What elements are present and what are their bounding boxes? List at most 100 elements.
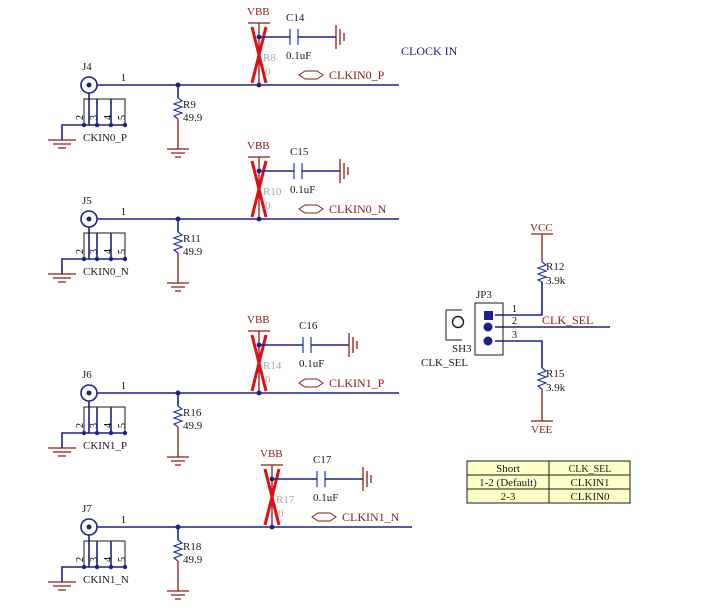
connector-pin-number: 5 — [117, 115, 128, 120]
connector-net-label: CKIN1_P — [83, 440, 127, 452]
series-resistor-label: R17 — [276, 494, 295, 506]
termination-resistor — [172, 97, 184, 120]
capacitor-symbol — [302, 337, 312, 353]
connector-pin-number: 2 — [75, 249, 86, 254]
capacitor-value: 0.1uF — [313, 492, 338, 504]
pin1-label: 1 — [121, 381, 126, 392]
junction-dot — [269, 524, 275, 530]
supply-label: VBB — [260, 448, 283, 460]
ground-symbol — [48, 581, 76, 591]
connector-pin-number: 4 — [103, 423, 114, 428]
ground-symbol — [348, 333, 358, 357]
vee-label: VEE — [531, 424, 553, 436]
junction-dot — [94, 564, 100, 570]
r15-resistor — [536, 367, 548, 390]
net-label: CLKIN0_N — [329, 202, 387, 216]
ground-symbol — [339, 159, 349, 183]
connector-label: J6 — [82, 369, 92, 381]
net-port-arrow — [298, 378, 324, 388]
sh3-clk-sel-label: CLK_SEL — [421, 357, 468, 369]
connector-net-label: CKIN0_N — [83, 266, 129, 278]
connector-pin-number: 2 — [75, 557, 86, 562]
r15-value: 3.9k — [546, 382, 566, 394]
connector-pin-number: 5 — [117, 249, 128, 254]
jp3-pin-label-3: 3 — [512, 330, 517, 341]
sma-connector-pin — [86, 82, 92, 88]
termination-label: R18 — [183, 541, 202, 553]
connector-ground-box — [83, 540, 126, 568]
connector-pin-number: 5 — [117, 557, 128, 562]
connector-ground-box — [83, 98, 126, 126]
ground-symbol — [362, 467, 372, 491]
connector-label: J5 — [82, 195, 92, 207]
ground-symbol — [48, 139, 76, 149]
supply-label: VBB — [247, 6, 270, 18]
sh3-label: SH3 — [452, 343, 472, 355]
r12-label: R12 — [546, 261, 564, 273]
junction-dot — [108, 564, 114, 570]
connector-pin-number: 3 — [89, 423, 100, 428]
table-cell: CLKIN1 — [570, 477, 609, 489]
jumper-table: Short CLK_SEL 1-2 (Default) CLKIN1 2-3 C… — [466, 460, 631, 504]
ground-symbol — [335, 25, 345, 49]
series-resistor-label: R10 — [263, 186, 282, 198]
termination-label: R11 — [183, 233, 201, 245]
termination-resistor — [172, 539, 184, 562]
net-port-arrow — [298, 70, 324, 80]
series-resistor-value: 0 — [265, 66, 271, 78]
connector-pin-number: 4 — [103, 115, 114, 120]
series-resistor-value: 0 — [265, 374, 271, 386]
connector-pin-number: 3 — [89, 249, 100, 254]
ground-symbol — [48, 273, 76, 283]
termination-resistor — [172, 231, 184, 254]
clock-select-section: VCC R12 3.9k R15 3.9k VEE JP3 1 2 3 CLK_… — [421, 222, 610, 436]
termination-resistor — [172, 405, 184, 428]
junction-dot — [256, 82, 262, 88]
jp3-pin-label-1: 1 — [512, 304, 517, 315]
connector-pin-number: 5 — [117, 423, 128, 428]
junction-dot — [94, 122, 100, 128]
sma-connector-pin — [86, 216, 92, 222]
connector-net-label: CKIN1_N — [83, 574, 129, 586]
supply-label: VBB — [247, 314, 270, 326]
termination-value: 49.9 — [183, 112, 203, 124]
table-cell: 2-3 — [501, 491, 516, 503]
table-cell: 1-2 (Default) — [479, 477, 537, 489]
junction-dot — [94, 430, 100, 436]
junction-dot — [122, 256, 128, 262]
junction-dot — [122, 122, 128, 128]
termination-label: R9 — [183, 99, 196, 111]
sma-connector-pin — [86, 524, 92, 530]
capacitor-value: 0.1uF — [286, 50, 311, 62]
capacitor-symbol — [289, 29, 299, 45]
junction-dot — [108, 256, 114, 262]
connector-pin-number: 2 — [75, 115, 86, 120]
connector-pin-number: 3 — [89, 557, 100, 562]
sh3-shunt — [445, 309, 462, 341]
capacitor-value: 0.1uF — [299, 358, 324, 370]
jp3-pin-3 — [483, 336, 493, 346]
r12-value: 3.9k — [546, 275, 566, 287]
table-header-clk-sel: CLK_SEL — [569, 464, 612, 475]
capacitor-symbol — [293, 163, 303, 179]
vcc-label: VCC — [530, 222, 553, 234]
connector-pin-number: 4 — [103, 557, 114, 562]
junction-dot — [256, 390, 262, 396]
termination-label: R16 — [183, 407, 202, 419]
series-resistor-label: R8 — [263, 52, 276, 64]
junction-dot — [108, 430, 114, 436]
net-label: CLKIN1_N — [342, 510, 400, 524]
r12-resistor — [536, 261, 548, 283]
series-resistor-label: R14 — [263, 360, 282, 372]
capacitor-label: C15 — [290, 146, 309, 158]
r15-label: R15 — [546, 368, 565, 380]
jp3-pin-1 — [484, 311, 493, 320]
junction-dot — [94, 256, 100, 262]
junction-dot — [122, 430, 128, 436]
net-port-arrow — [311, 512, 337, 522]
